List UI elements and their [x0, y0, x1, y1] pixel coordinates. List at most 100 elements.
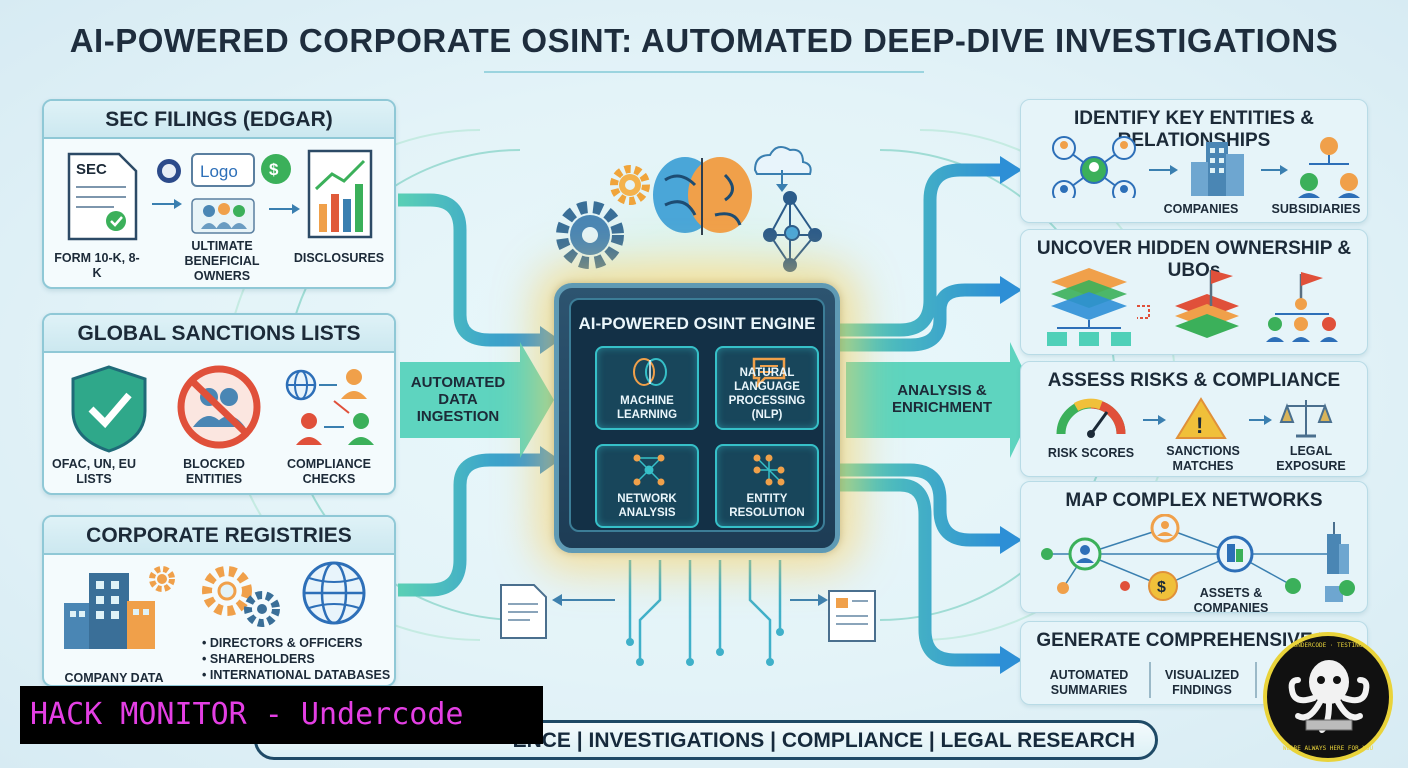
- entities-label-companies: COMPANIES: [1163, 202, 1239, 216]
- logo-badge-icon: Logo: [191, 153, 255, 187]
- octopus-icon: [1288, 660, 1370, 733]
- module-label: NATURAL LANGUAGE PROCESSING (NLP): [728, 367, 806, 421]
- output-title: IDENTIFY KEY ENTITIES & RELATIONSHIPS: [1073, 108, 1314, 151]
- ai-icons-cluster: [556, 145, 822, 272]
- watermark-box: HACK MONITOR - Undercode: [20, 686, 543, 744]
- network-map-icons: $: [1041, 514, 1355, 602]
- registries-bullet-shareholders: • SHAREHOLDERS: [202, 652, 315, 666]
- panel-title: CORPORATE REGISTRIES: [44, 517, 394, 555]
- document-icon: [500, 584, 547, 639]
- page-title: AI-POWERED CORPORATE OSINT: AUTOMATED DE…: [69, 22, 1339, 59]
- registries-label-company: COMPANY DATA: [64, 671, 164, 685]
- dollar-icon: $: [261, 154, 291, 184]
- module-machine-learning: MACHINE LEARNING: [595, 346, 699, 430]
- panel-sec-filings: SEC FILINGS (EDGAR) SEC Logo $ FORM 10-K…: [42, 99, 396, 289]
- neural-network-icon: [763, 191, 822, 272]
- banner-text: ENCE | INVESTIGATIONS | COMPLIANCE | LEG…: [512, 729, 1135, 752]
- undercode-logo: UNDERCODE · TESTING WE'RE ALWAYS HERE FO…: [1263, 632, 1393, 762]
- networks-dollar-symbol: $: [1157, 579, 1166, 596]
- central-person-icon: [1068, 537, 1102, 571]
- risk-label-legal: LEGAL EXPOSURE: [1276, 444, 1346, 473]
- skyscraper-icon: [1327, 522, 1349, 574]
- seal-icon: [157, 159, 181, 183]
- gears-icon: [202, 566, 280, 627]
- output-key-entities: IDENTIFY KEY ENTITIES & RELATIONSHIPS CO…: [1020, 99, 1368, 223]
- panel-title: GLOBAL SANCTIONS LISTS: [44, 315, 394, 353]
- entity-graph-icon: [753, 454, 785, 486]
- warning-symbol: !: [1196, 413, 1203, 438]
- building-icon: [64, 573, 155, 649]
- stack-flag-icon: [1175, 270, 1239, 338]
- engine-title: AI-POWERED OSINT ENGINE: [578, 314, 816, 333]
- ubo-hierarchy-icon: [1266, 272, 1338, 342]
- person-node-icon: [1150, 514, 1180, 543]
- risk-label-sanctions: SANCTIONS MATCHES: [1166, 444, 1240, 473]
- scales-icon: [1279, 400, 1333, 438]
- watermark-text: HACK MONITOR - Undercode: [30, 697, 464, 732]
- globe-icon: [302, 561, 366, 625]
- sec-label-disclosures: DISCLOSURES: [293, 251, 385, 265]
- risk-icons: !: [1056, 397, 1333, 439]
- dollar-node-icon: $: [1148, 571, 1178, 601]
- logo-top-text: UNDERCODE · TESTING: [1293, 642, 1363, 649]
- gear-icon-small: [610, 165, 650, 205]
- logo-bottom-text: WE'RE ALWAYS HERE FOR YOU: [1282, 745, 1374, 752]
- registries-icons: [64, 561, 366, 649]
- companies-building-icon: [1191, 142, 1244, 196]
- sec-label-forms: FORM 10-K, 8-K: [54, 251, 140, 280]
- reports-label-findings: VISUALIZED FINDINGS: [1164, 668, 1240, 697]
- shield-check-icon: [71, 365, 147, 453]
- entities-icons: [1052, 136, 1360, 198]
- risk-label-scores: RISK SCORES: [1047, 446, 1135, 460]
- subsidiaries-icon: [1298, 137, 1360, 198]
- sec-label-ubo: ULTIMATE BENEFICIAL OWNERS: [184, 239, 260, 283]
- sec-dollar-symbol: $: [269, 160, 279, 179]
- warning-icon: !: [1175, 397, 1227, 439]
- panel-sanctions: GLOBAL SANCTIONS LISTS OFAC, UN, EU LIST…: [42, 313, 396, 495]
- module-network-analysis: NETWORK ANALYSIS: [595, 444, 699, 528]
- engine-screen: AI-POWERED OSINT ENGINE MACHINE LEARNING…: [569, 298, 825, 532]
- chat-bubble-icon: [752, 357, 786, 388]
- logo-badge-label: Logo: [200, 162, 238, 181]
- registries-bullet-databases: • INTERNATIONAL DATABASES: [202, 668, 391, 682]
- tree-house-icon: [1325, 580, 1355, 602]
- ingestion-label: AUTOMATED DATA INGESTION: [410, 374, 506, 425]
- disclosure-chart-icon: [307, 149, 373, 239]
- registries-bullet-directors: • DIRECTORS & OFFICERS: [202, 636, 363, 650]
- analysis-label: ANALYSIS & ENRICHMENT: [892, 382, 992, 416]
- sanctions-icons: [71, 365, 374, 453]
- sec-icons: SEC Logo $: [67, 149, 373, 241]
- ownership-icons: [1047, 268, 1338, 346]
- module-label: MACHINE LEARNING: [616, 395, 678, 421]
- brain-icon: [653, 157, 752, 235]
- module-label: ENTITY RESOLUTION: [729, 493, 805, 519]
- sanctions-label-blocked: BLOCKED ENTITIES: [183, 457, 245, 486]
- panel-registries: CORPORATE REGISTRIES COMPANY DATA • DIRE…: [42, 515, 396, 687]
- output-title: MAP COMPLEX NETWORKS: [1065, 490, 1323, 511]
- networks-label-assets: ASSETS & COMPANIES: [1193, 586, 1269, 615]
- sec-doc-label: SEC: [76, 161, 107, 178]
- panel-title: SEC FILINGS (EDGAR): [44, 101, 394, 139]
- report-scroll-icon: [828, 590, 876, 642]
- gear-icon-large: [556, 201, 624, 269]
- compliance-network-icon: [285, 369, 374, 445]
- sanctions-label-compliance: COMPLIANCE CHECKS: [286, 457, 372, 486]
- blocked-icon: [177, 365, 261, 449]
- module-nlp: NATURAL LANGUAGE PROCESSING (NLP): [715, 346, 819, 430]
- reports-divider: [1149, 662, 1151, 698]
- module-entity-resolution: ENTITY RESOLUTION: [715, 444, 819, 528]
- module-label: NETWORK ANALYSIS: [617, 493, 677, 519]
- gear-icon: [149, 566, 175, 592]
- title-divider: [484, 71, 924, 73]
- entities-label-subsidiaries: SUBSIDIARIES: [1271, 202, 1361, 216]
- osint-engine: AI-POWERED OSINT ENGINE MACHINE LEARNING…: [554, 283, 840, 553]
- output-complex-networks: MAP COMPLEX NETWORKS $ ASSETS & COMPANIE…: [1020, 481, 1368, 615]
- output-title: GENERATE COMPREHENSIVE R: [1036, 630, 1332, 651]
- risk-gauge-icon: [1056, 398, 1126, 438]
- sec-document-icon: SEC: [67, 152, 138, 241]
- people-network-icon: [1052, 136, 1136, 198]
- sanctions-label-lists: OFAC, UN, EU LISTS: [51, 457, 137, 486]
- output-hidden-ownership: UNCOVER HIDDEN OWNERSHIP & UBOs: [1020, 229, 1368, 355]
- network-graph-icon: [633, 454, 665, 486]
- brain-circuit-icon: [633, 358, 667, 386]
